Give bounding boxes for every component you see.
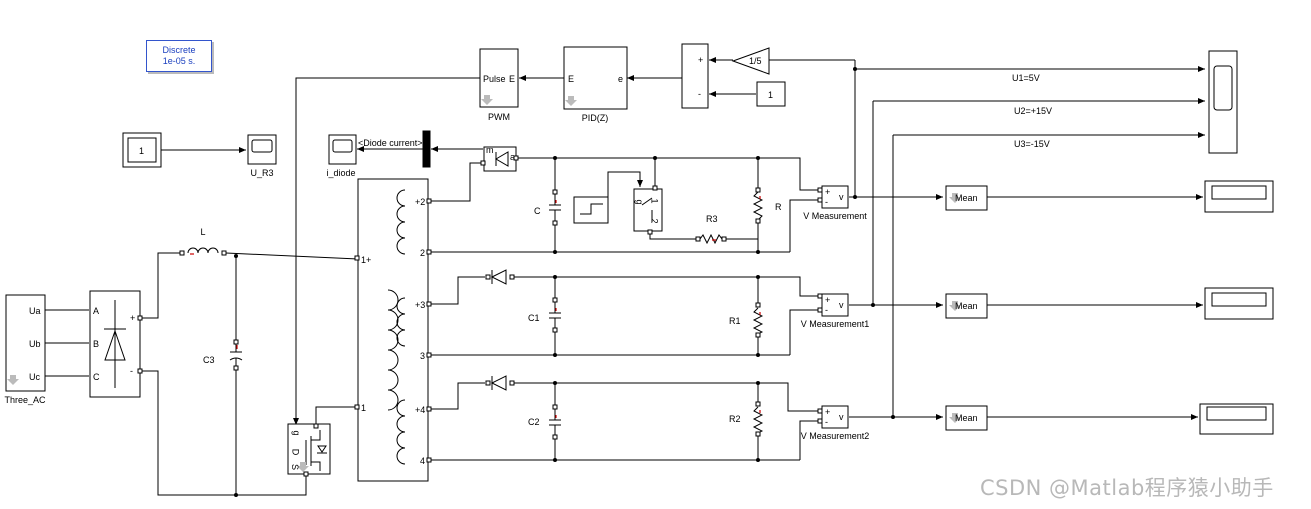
mean2-label: Mean [955,301,978,311]
const-ref-block[interactable] [756,81,786,107]
tf-port-2: 2 [420,248,426,258]
mean1-label: Mean [955,193,978,203]
gain-label: 1/5 [749,56,762,66]
const-src-label: 1 [139,146,145,156]
vmeas2-label: V Measurement1 [800,319,870,329]
signal-u1: U1=5V [1012,73,1040,83]
diode-m-port: m [486,145,494,155]
mosfet-g-port: g [291,430,302,436]
vmeas1-plus: + [825,187,831,197]
sum-minus: - [698,89,701,99]
tf-port-1: 1 [361,403,367,413]
vmeas2-minus: - [825,305,828,315]
bus-selector-label: <Diode current> [358,138,423,148]
switch-2-port: 2 [649,218,660,224]
vmeas3-v: v [839,412,844,422]
rectifier-minus: - [130,366,133,376]
resistor-r2: R2 [729,414,741,424]
tf-port-4plus: +4 [415,405,426,415]
cap-out-c: C [534,206,541,216]
mean3-label: Mean [955,413,978,423]
const-ref-label: 1 [768,90,774,100]
v-measurement-3[interactable] [821,405,849,429]
pwm-in-port: Pulse [483,74,506,84]
source-label: Three_AC [4,395,46,405]
vmeas2-v: v [839,300,844,310]
switch-g-port: g [634,199,645,205]
signal-u3: U3=-15V [1014,139,1050,149]
solver-block[interactable]: Discrete 1e-05 s. [146,40,212,72]
vmeas2-plus: + [825,295,831,305]
rectifier-plus: + [130,313,136,323]
pid-label: PID(Z) [581,113,609,123]
source-uc: Uc [29,372,40,382]
signal-u2: U2=+15V [1014,106,1053,116]
vmeas1-minus: - [825,197,828,207]
vmeas3-label: V Measurement2 [800,431,870,441]
watermark: CSDN @Matlab程序猿小助手 [980,476,1274,500]
pid-in-port: E [568,74,575,84]
mosfet-s-port: S [290,463,301,471]
scope-i-diode-label: i_diode [326,168,356,178]
tf-port-4: 4 [420,456,426,466]
resistor-r: R [775,202,782,212]
rectifier-a: A [93,306,100,316]
source-ua: Ua [29,306,41,316]
sum-plus: + [698,55,704,65]
vmeas3-plus: + [825,407,831,417]
resistor-r1: R1 [729,316,741,326]
rectifier-c: C [93,372,100,382]
switch-1-port: 1 [649,198,660,204]
pid-block[interactable] [563,46,628,110]
cap-in-label: C3 [203,355,215,365]
resistor-r3: R3 [706,214,718,224]
solver-type: Discrete [162,45,196,55]
source-ub: Ub [29,339,41,349]
transformer-block[interactable] [357,178,429,482]
rectifier-b: B [93,339,100,349]
diode-1[interactable] [483,146,517,172]
cap-out-c2: C2 [528,417,540,427]
bus-selector[interactable] [422,130,431,168]
pwm-out-port: E [509,74,516,84]
scope-u-r3-label: U_R3 [250,168,274,178]
pid-out-port: e [618,74,624,84]
vmeas1-label: V Measurement [803,211,867,221]
tf-port-3: 3 [420,351,426,361]
gain-block[interactable] [731,47,770,75]
tf-port-3plus: +3 [415,300,426,310]
switch-block[interactable] [633,188,663,232]
diode-a-port: a [510,152,516,162]
vmeas3-minus: - [825,417,828,427]
mosfet-d-port: D [290,448,301,456]
inductor-label: L [200,227,206,237]
solver-step: 1e-05 s. [162,56,196,66]
sum-block[interactable] [681,43,709,109]
tf-port-2plus: +2 [415,197,426,207]
pwm-label: PWM [488,112,510,122]
v-measurement-1[interactable] [821,185,849,209]
vmeas1-v: v [839,192,844,202]
tf-port-1plus: 1+ [361,255,372,265]
mosfet-block[interactable] [287,423,331,475]
v-measurement-2[interactable] [821,293,849,317]
cap-out-c1: C1 [528,313,540,323]
